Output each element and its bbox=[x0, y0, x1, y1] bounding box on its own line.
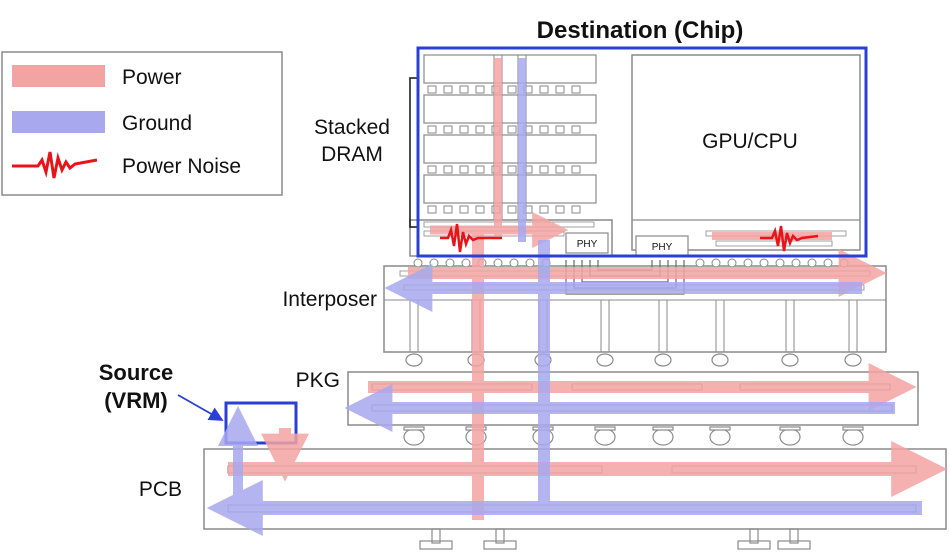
legend-ground-swatch bbox=[12, 111, 105, 133]
source-label-line2: (VRM) bbox=[104, 388, 168, 413]
dram-stack-bracket bbox=[409, 77, 418, 228]
gpu-cpu-die: GPU/CPU PHY bbox=[631, 54, 861, 257]
pkg-substrate bbox=[347, 371, 919, 426]
ground-paths bbox=[206, 58, 922, 536]
gpu-cpu-block bbox=[631, 54, 861, 251]
gpu-trace bbox=[715, 240, 833, 247]
legend: Power Ground Power Noise bbox=[1, 51, 283, 196]
dram-phy-label: PHY bbox=[577, 239, 598, 250]
destination-chip-box bbox=[416, 46, 868, 258]
interposer-label: Interposer bbox=[282, 288, 377, 311]
stacked-dram: PHY bbox=[409, 54, 613, 257]
gpu-cpu-label: GPU/CPU bbox=[702, 130, 798, 153]
dram-power-noise-icon bbox=[440, 223, 502, 253]
source-label-line1: Source bbox=[99, 360, 174, 385]
legend-ground-label: Ground bbox=[122, 112, 192, 135]
pkg-label: PKG bbox=[296, 369, 340, 392]
dram-dies bbox=[423, 54, 597, 204]
stacked-dram-label-line1: Stacked bbox=[314, 116, 390, 139]
interposer bbox=[383, 260, 887, 353]
pcb-label: PCB bbox=[139, 478, 182, 501]
source-pointer-arrow bbox=[177, 394, 224, 421]
pcb-board bbox=[203, 448, 947, 530]
pcb-bottom-pins bbox=[419, 528, 811, 550]
legend-power-label: Power bbox=[122, 66, 182, 89]
legend-power-swatch bbox=[12, 65, 105, 87]
gpu-phy-label: PHY bbox=[652, 242, 673, 253]
destination-title: Destination (Chip) bbox=[537, 17, 744, 44]
legend-noise-label: Power Noise bbox=[122, 155, 241, 178]
gpu-power-noise-icon bbox=[760, 225, 819, 252]
stacked-dram-label-line2: DRAM bbox=[321, 143, 383, 166]
legend-noise-icon bbox=[12, 151, 98, 179]
package bbox=[347, 371, 919, 426]
